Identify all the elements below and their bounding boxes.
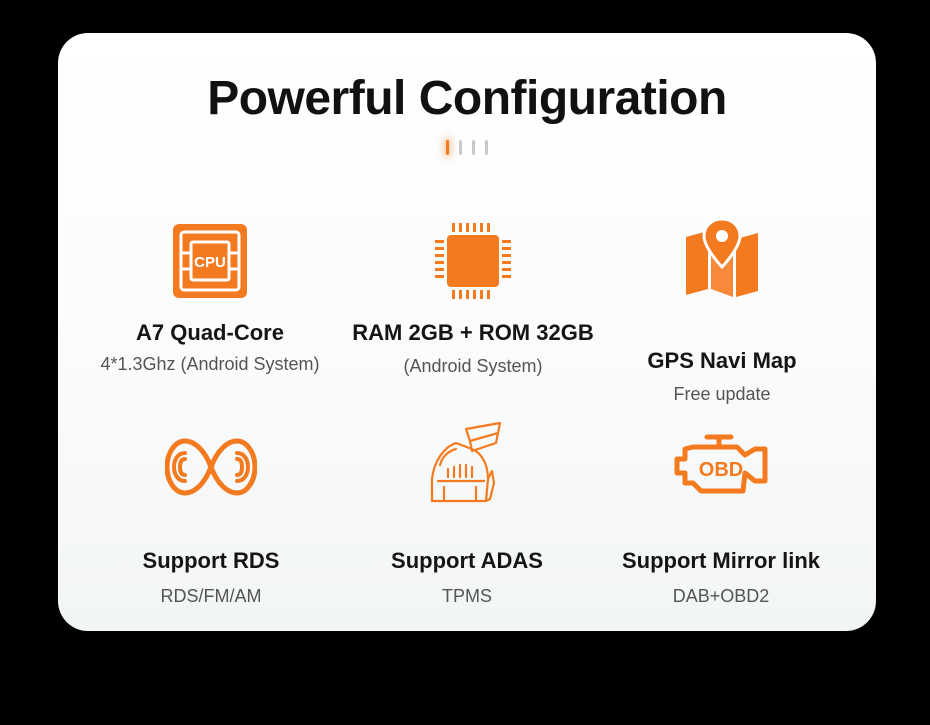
page-title: Powerful Configuration [207,72,727,125]
feature-subtitle: DAB+OBD2 [672,586,770,606]
feature-subtitle: (Android System) [403,356,543,376]
feature-cpu: CPU A7 Quad-Core 4*1.3Ghz (Android Syste… [74,221,346,381]
feature-adas: Support ADAS TPMS [331,421,603,606]
feature-subtitle: RDS/FM/AM [160,586,262,606]
feature-rds: Support RDS RDS/FM/AM [75,431,347,606]
memory-chip-icon [337,221,609,301]
map-pin-icon [586,217,858,299]
obd-engine-icon: OBD [585,433,857,495]
obd-icon-label: OBD [699,459,743,481]
dash-camera-icon [331,421,603,503]
feature-gps: GPS Navi Map Free update [586,217,858,404]
indicator-dot[interactable] [472,140,475,155]
feature-subtitle: 4*1.3Ghz (Android System) [100,354,320,374]
feature-title: RAM 2GB + ROM 32GB [352,320,594,345]
carousel-indicator [446,140,496,156]
indicator-dot-active[interactable] [446,140,449,155]
feature-title: Support Mirror link [622,548,820,573]
feature-subtitle: Free update [673,384,771,404]
indicator-dot[interactable] [485,140,488,155]
feature-title: Support ADAS [391,548,543,573]
indicator-dot[interactable] [459,140,462,155]
feature-memory: RAM 2GB + ROM 32GB (Android System) [337,221,609,381]
rds-signal-icon [75,435,347,499]
feature-obd: OBD Support Mirror link DAB+OBD2 [585,433,857,606]
configuration-card: Powerful Configuration CPU A7 Quad-Core … [58,33,876,631]
feature-title: GPS Navi Map [647,348,797,373]
cpu-icon: CPU [74,223,346,299]
cpu-icon-label: CPU [194,254,226,271]
feature-title: A7 Quad-Core [136,320,284,345]
feature-subtitle: TPMS [441,586,492,606]
feature-title: Support RDS [142,548,280,573]
